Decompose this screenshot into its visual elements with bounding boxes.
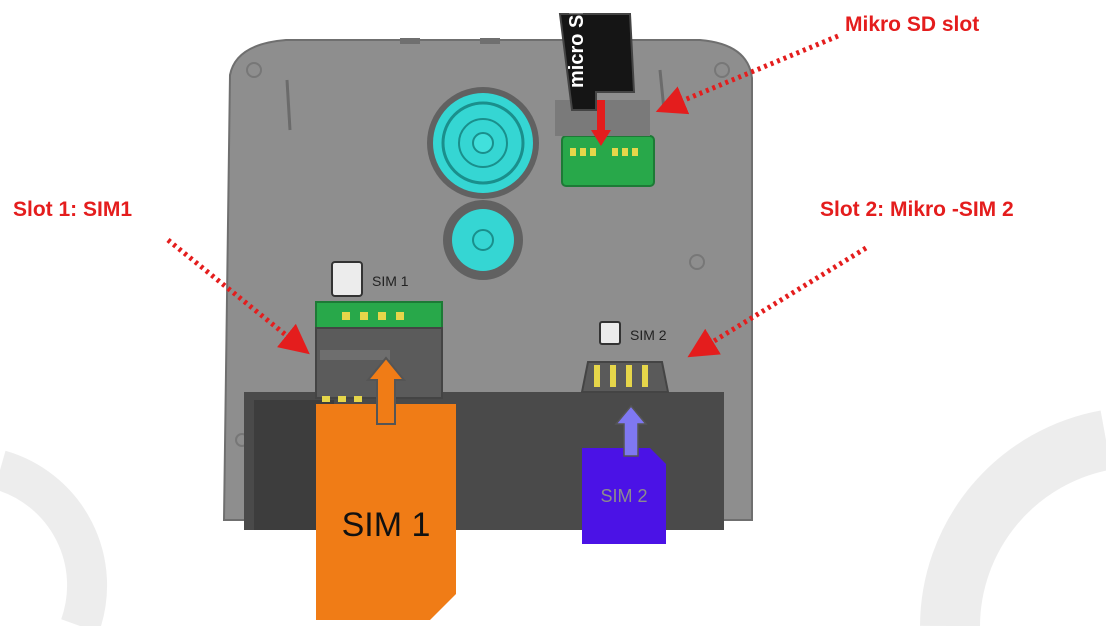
sim2-slot: SIM 2 [580,321,670,393]
callout-arrow-sim2 [687,245,868,358]
callout-arrow-sim1 [166,238,310,355]
callout-sd-slot: Mikro SD slot [845,13,980,36]
callout-arrow-sd [655,33,839,115]
sim1-slot-label: SIM 1 [372,273,409,289]
callout-slot2: Slot 2: Mikro -SIM 2 [820,198,1014,221]
microsd-card-text: micro SD [566,0,588,88]
top-notch [480,38,500,44]
sim-slot-icon [331,261,363,297]
sim1-insert-arrow [365,356,407,425]
sim2-slot-label: SIM 2 [630,327,667,343]
sim2-card: SIM 2 [582,448,666,544]
camera-lens-main [427,87,539,199]
camera-lens-secondary [443,200,523,280]
sim-slot-icon [599,321,621,345]
screw-hole [689,254,705,270]
sim2-card-label: SIM 2 [600,486,647,506]
callout-slot1: Slot 1: SIM1 [13,198,133,221]
clip-mark [285,79,292,131]
top-notch [400,38,420,44]
sim2-insert-arrow [614,404,648,457]
sd-insert-arrow [591,100,611,146]
screw-hole [714,62,730,78]
microsd-card: micro SD [558,0,636,111]
sim1-card: SIM 1 [316,404,456,620]
screw-hole [246,62,262,78]
sim1-card-label: SIM 1 [342,506,431,544]
watermark [0,410,1106,631]
